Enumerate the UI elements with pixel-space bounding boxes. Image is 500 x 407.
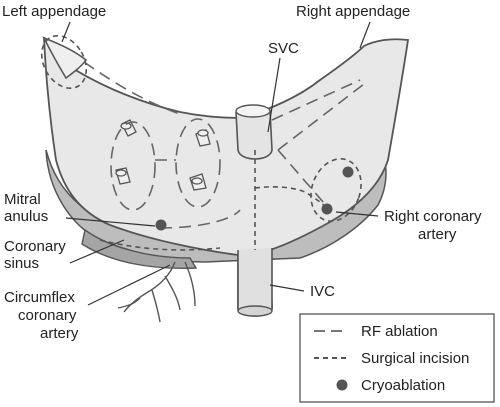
right-appendage-label: Right appendage [296, 3, 410, 20]
circumflex-artery-branches [117, 261, 196, 323]
legend-rf-label: RF ablation [361, 323, 438, 340]
coronary-sinus-shape [81, 228, 198, 269]
circumflex-label-line2: coronary [18, 307, 77, 324]
legend-cryo-swatch [336, 379, 348, 391]
right-coronary-label-line1: Right coronary [384, 208, 482, 225]
cryoablation-dot-right-upper [342, 166, 354, 178]
mitral-label-line1: Mitral [4, 191, 41, 208]
atrial-body [43, 36, 410, 309]
cryoablation-dot-right-lower [321, 203, 333, 215]
coronary-sinus-label-line2: sinus [4, 255, 39, 272]
ivc-label: IVC [310, 283, 335, 300]
left-appendage-shape [42, 36, 88, 80]
pulmonary-veins [115, 119, 211, 191]
legend-cryo-label: Cryoablation [361, 377, 445, 394]
svc-opening [235, 104, 271, 118]
circumflex-label-line1: Circumflex [4, 289, 75, 306]
ivc-opening [237, 305, 273, 317]
cryoablation-dot-mitral [155, 219, 167, 231]
leader-lines [61, 21, 379, 306]
coronary-sinus-label-line1: Coronary [4, 238, 66, 255]
svc-label: SVC [268, 40, 299, 57]
right-coronary-label-line2: artery [418, 226, 457, 243]
circumflex-label-line3: artery [40, 325, 79, 342]
mitral-label-line2: anulus [4, 208, 48, 225]
legend-incision-label: Surgical incision [361, 350, 469, 367]
legend: RF ablation Surgical incision Cryoablati… [299, 313, 495, 403]
rf-ablation-lines [83, 61, 365, 229]
left-appendage-label: Left appendage [2, 3, 106, 20]
